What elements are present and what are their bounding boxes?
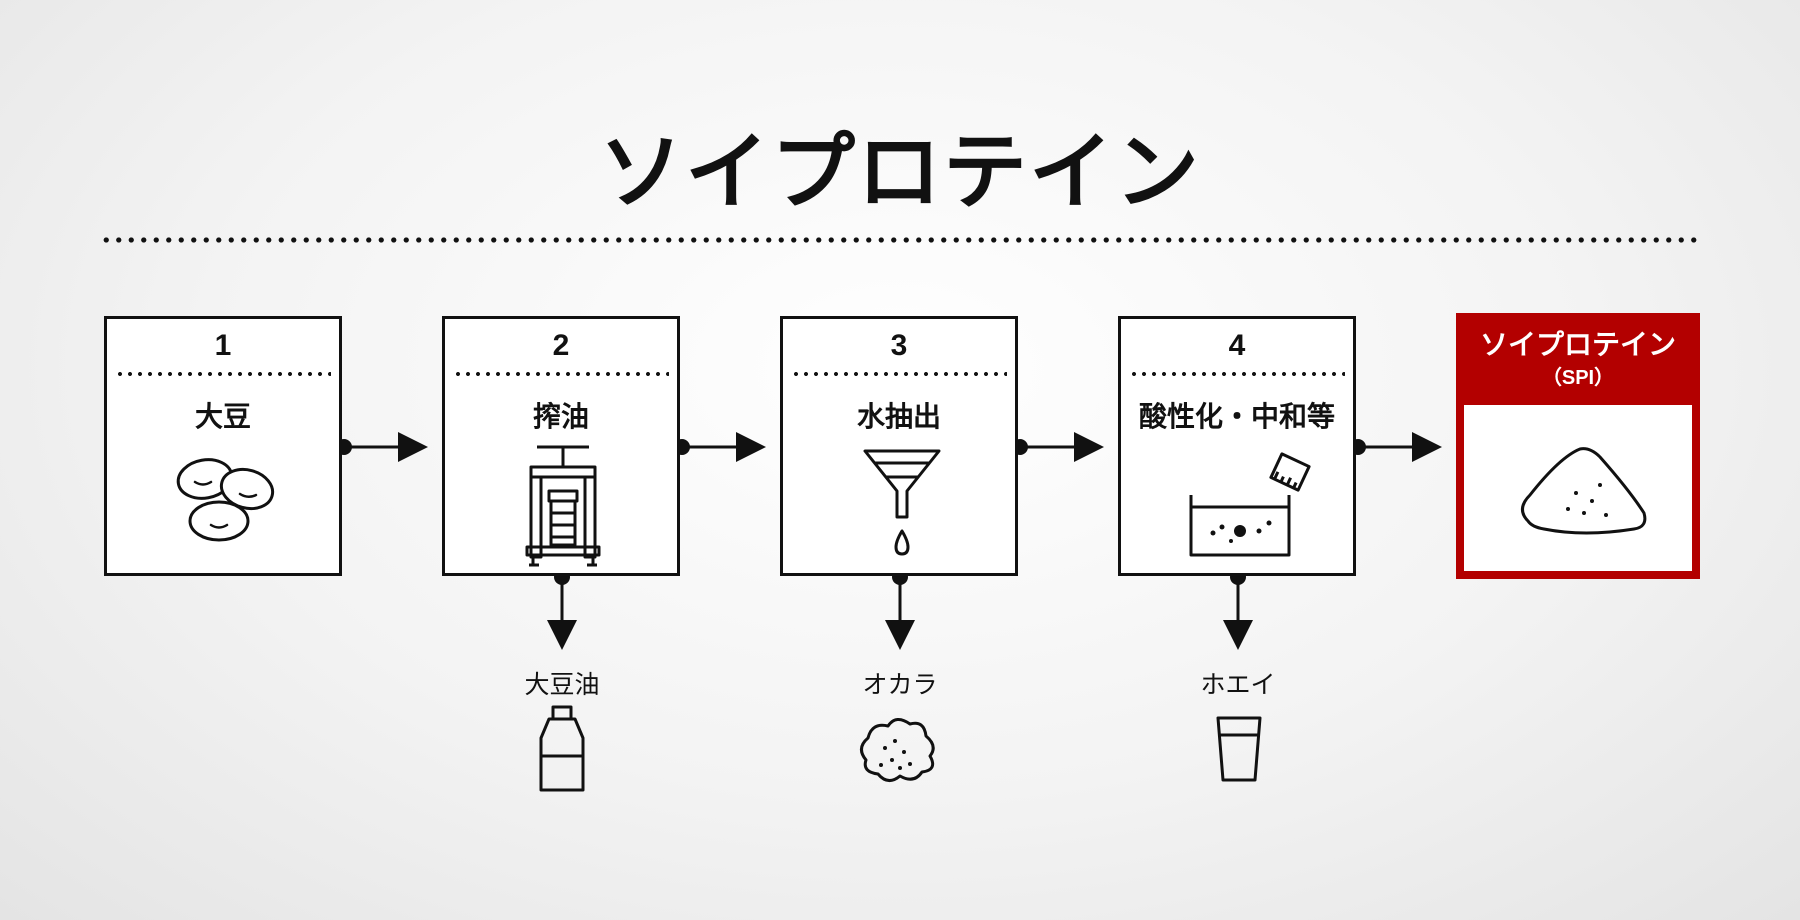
byproduct-label: オカラ <box>862 670 938 699</box>
step-box-3: 3 水抽出 <box>780 316 1018 576</box>
step-label: 水抽出 <box>856 400 941 433</box>
oil-bottle-icon <box>539 705 585 792</box>
soybeans-icon <box>176 458 275 542</box>
step-label: 大豆 <box>194 400 251 433</box>
step-number: 2 <box>552 329 570 362</box>
arrow-step4-final <box>1350 432 1442 462</box>
beaker-icon <box>1189 452 1311 557</box>
title-divider <box>100 236 1700 244</box>
step-label: 酸性化・中和等 <box>1138 400 1335 433</box>
step-number: 3 <box>890 329 908 362</box>
funnel-icon <box>863 449 941 556</box>
final-subtitle: （SPI） <box>1541 367 1615 389</box>
step-box-4: 4 酸性化・中和等 <box>1118 316 1356 576</box>
final-product-box: ソイプロテイン （SPI） <box>1456 313 1700 579</box>
step-separator <box>115 371 331 377</box>
arrow-step1-step2 <box>336 432 428 462</box>
arrow-step2-step3 <box>674 432 766 462</box>
page-title: ソイプロテイン <box>598 123 1201 221</box>
final-title: ソイプロテイン <box>1479 328 1676 361</box>
arrow-step3-step4 <box>1012 432 1104 462</box>
step-separator <box>453 371 669 377</box>
step-label: 搾油 <box>532 400 589 433</box>
step-number: 1 <box>214 329 232 362</box>
byproduct-label: ホエイ <box>1200 670 1276 699</box>
arrow-step2-oil <box>547 569 577 650</box>
step-box-2: 2 搾油 <box>442 316 680 576</box>
step-box-1: 1 大豆 <box>104 316 342 576</box>
arrow-step3-okara <box>885 569 915 650</box>
okara-icon <box>860 718 935 782</box>
step-separator <box>791 371 1007 377</box>
arrow-step4-whey <box>1223 569 1253 650</box>
step-separator <box>1129 371 1345 377</box>
final-icon-panel <box>1464 405 1692 571</box>
byproduct-label: 大豆油 <box>524 670 600 699</box>
glass-icon <box>1216 716 1262 782</box>
step-number: 4 <box>1228 329 1246 362</box>
powder-icon <box>1521 447 1647 535</box>
press-icon <box>525 445 601 567</box>
